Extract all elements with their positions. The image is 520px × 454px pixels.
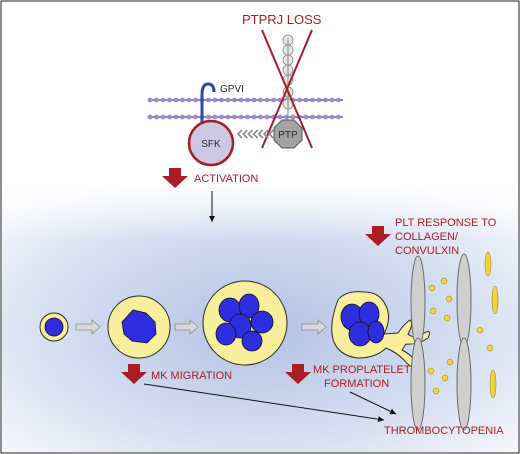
membrane-lipid [206, 97, 211, 103]
membrane-lipid [154, 97, 159, 103]
membrane-lipid [271, 97, 276, 103]
membrane-lipid [251, 97, 257, 103]
membrane-lipid [186, 114, 192, 120]
mk-proplatelet-line-1: MK PROPLATELET [313, 364, 411, 376]
membrane-lipid [258, 97, 263, 103]
sinusoid-wall [410, 253, 472, 431]
plt-response-line-2: COLLAGEN/ [395, 231, 459, 243]
megakaryocyte-stage-3 [202, 280, 288, 366]
membrane-lipid [310, 114, 315, 120]
membrane-lipid [323, 97, 328, 103]
progression-arrow-icon [301, 319, 327, 335]
megakaryocyte-proplatelet [331, 291, 431, 368]
membrane-lipid [336, 114, 341, 120]
membrane-lipid [232, 97, 237, 103]
chevron-left-icon [242, 129, 248, 139]
membrane-lipid [316, 97, 322, 103]
membrane-lipid [167, 114, 172, 120]
migration-to-outcome-arrow [143, 383, 385, 423]
membrane-lipid [316, 114, 322, 120]
membrane-lipid [193, 114, 198, 120]
membrane-lipid [238, 97, 244, 103]
sfk-label: SFK [201, 139, 221, 150]
dephosphorylation-chevrons [236, 129, 274, 139]
ptprj-loss-label: PTPRJ LOSS [242, 12, 322, 27]
membrane-lipid [160, 97, 166, 103]
membrane-lipid [329, 114, 335, 120]
down-arrow-icon [121, 364, 147, 384]
progression-arrow-icon [75, 319, 101, 335]
membrane-lipid [219, 114, 224, 120]
down-arrow-icon [162, 168, 188, 188]
released-platelets [427, 251, 499, 399]
membrane-lipid [212, 97, 218, 103]
thrombocytopenia-label: THROMBOCYTOPENIA [384, 425, 504, 437]
membrane-lipid [336, 97, 341, 103]
membrane-lipid [264, 114, 270, 120]
ptp-node [273, 119, 303, 149]
membrane-lipid [290, 114, 296, 120]
gpvi-label: GPVI [220, 84, 244, 95]
membrane-lipid [186, 97, 192, 103]
membrane-lipid [167, 97, 172, 103]
membrane-lipid [329, 97, 335, 103]
membrane-lipid [238, 114, 244, 120]
chevron-left-icon [262, 129, 269, 139]
membrane-lipid [310, 97, 315, 103]
membrane-lipid [303, 97, 309, 103]
membrane-lipid [225, 114, 231, 120]
chevron-left-icon [268, 129, 274, 139]
membrane-lipid [245, 97, 250, 103]
membrane-lipid [219, 97, 224, 103]
sfk-node [187, 119, 235, 167]
proplatelet-to-outcome-arrow [349, 391, 397, 415]
membrane-lipid [173, 97, 179, 103]
membrane-lipid [206, 114, 211, 120]
mk-proplatelet-line-2: FORMATION [324, 378, 389, 390]
membrane-lipid [180, 97, 185, 103]
ptp-label: PTP [278, 130, 298, 141]
plt-response-line-1: PLT RESPONSE TO [395, 217, 497, 229]
progression-arrow-icon [174, 319, 199, 335]
membrane-lipid [160, 114, 166, 120]
membrane-lipid [251, 114, 257, 120]
plt-response-line-3: CONVULXIN [395, 245, 459, 257]
membrane-lipid [277, 114, 283, 120]
activation-label: ACTIVATION [194, 173, 258, 185]
membrane-lipid [297, 97, 302, 103]
mk-migration-label: MK MIGRATION [151, 370, 232, 382]
membrane-lipid [245, 114, 250, 120]
membrane-lipid [212, 114, 218, 120]
down-arrow-icon [285, 364, 311, 384]
loss-cross-icon [261, 29, 313, 149]
membrane-lipid [264, 97, 270, 103]
chevron-left-icon [252, 129, 259, 139]
mk-proplatelet-label: MK PROPLATELET FORMATION [313, 364, 413, 390]
marrow-fade [2, 180, 518, 240]
down-arrow-icon [365, 226, 391, 246]
plt-response-label: PLT RESPONSE TO COLLAGEN/ CONVULXIN [395, 217, 499, 257]
membrane-lipid [303, 114, 309, 120]
megakaryocyte-stage-2 [107, 295, 171, 359]
membrane-lipid [173, 114, 179, 120]
chevron-left-icon [247, 129, 253, 139]
membrane-lipid [323, 114, 328, 120]
membrane-lipid [258, 114, 263, 120]
membrane-lipid [225, 97, 231, 103]
gpvi-receptor-icon [200, 82, 216, 128]
membrane-lipid [147, 114, 153, 120]
membrane-lipid [154, 114, 159, 120]
membrane-lipid [193, 97, 198, 103]
membrane-lipid [180, 114, 185, 120]
membrane-lipid [147, 97, 153, 103]
membrane-lipid [232, 114, 237, 120]
megakaryocyte-stage-1 [39, 312, 69, 342]
chevron-left-icon [236, 129, 243, 139]
chevron-left-icon [257, 129, 264, 139]
